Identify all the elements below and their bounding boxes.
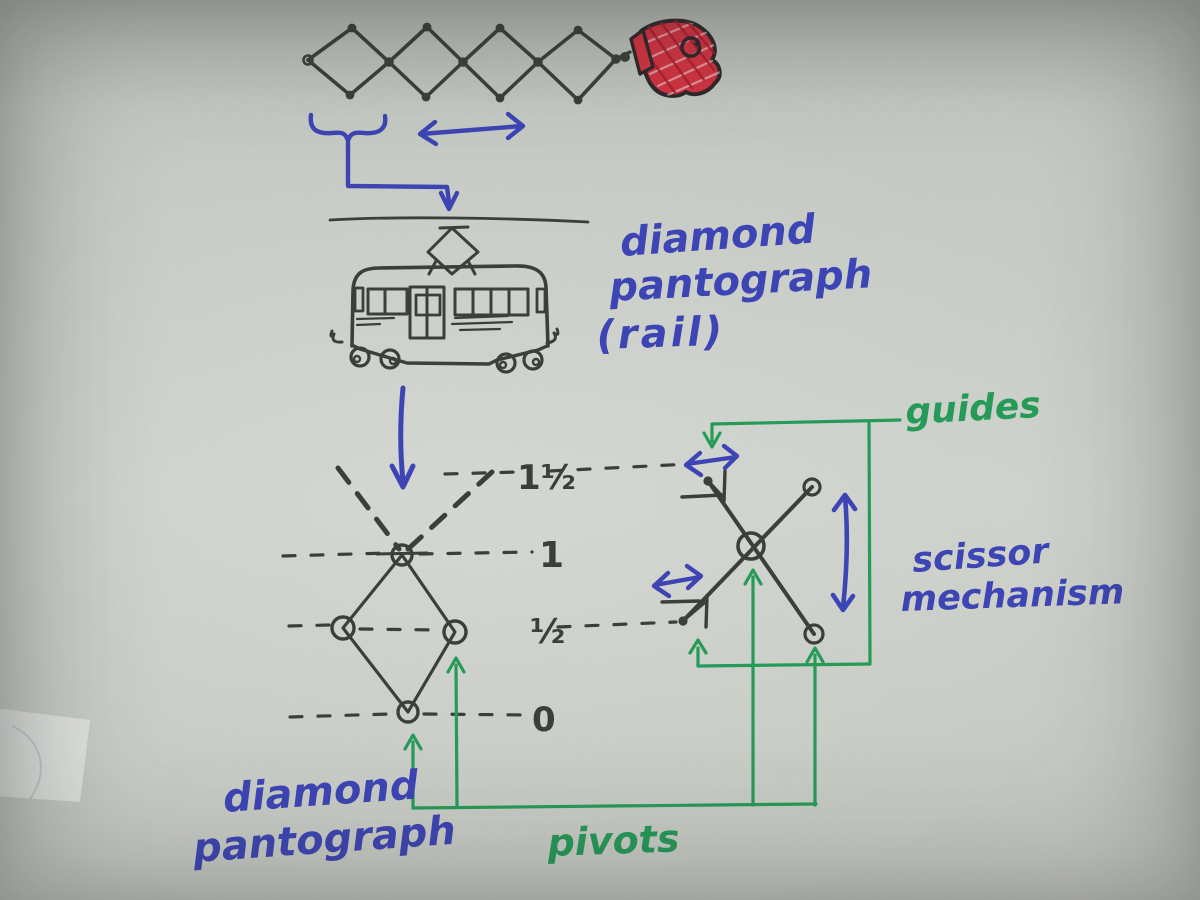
paper-grain [0, 0, 1200, 900]
photographed-paper-sketch: diamond pantograph (rail) 1½ 1 ½ 0 [0, 0, 1200, 900]
sketch-svg: diamond pantograph (rail) 1½ 1 ½ 0 [0, 0, 1200, 900]
